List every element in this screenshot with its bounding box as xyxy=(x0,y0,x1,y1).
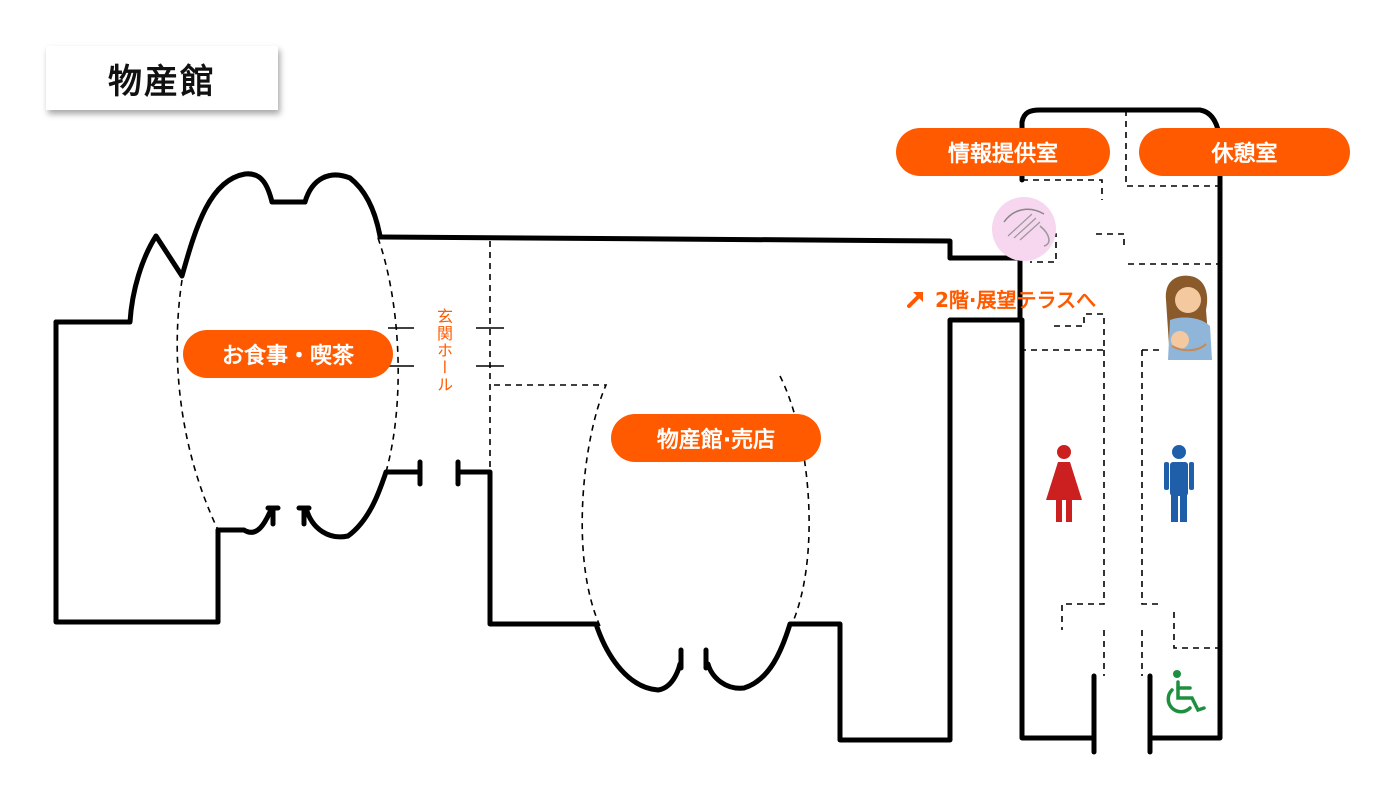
nursing-room-icon xyxy=(1165,275,1212,360)
restroom-partition xyxy=(1096,233,1125,250)
wheelchair-icon xyxy=(1166,670,1206,714)
dining-inner-boundary xyxy=(176,279,219,531)
stairs-direction: 2階·展望テラスへ xyxy=(905,284,1096,313)
shop-inner-boundary xyxy=(494,384,608,627)
restroom-building-wall xyxy=(1019,107,1223,741)
shop-inner-boundary xyxy=(779,375,810,625)
hall-top-wall xyxy=(377,234,953,261)
dining-building-wall xyxy=(303,469,423,540)
area-label-rest-room: 休憩室 xyxy=(1139,128,1350,176)
shop-door-jamb xyxy=(678,647,709,671)
arrow-up-right-icon xyxy=(907,291,923,308)
area-label-dining: お食事・喫茶 xyxy=(183,330,393,378)
restroom-partition xyxy=(1125,110,1220,187)
area-label-shop: 物産館·売店 xyxy=(611,414,821,462)
restroom-partition xyxy=(1020,233,1057,263)
entrance-hall-label: 玄関ホール xyxy=(434,308,453,393)
restroom-partition xyxy=(1022,313,1105,351)
baby-changing-icon xyxy=(992,197,1056,261)
shop-building-wall xyxy=(705,255,1023,743)
restroom-partition xyxy=(1022,179,1103,200)
restroom-building-wall xyxy=(1019,317,1097,741)
stairs-label-text: 2階·展望テラスへ xyxy=(935,288,1097,312)
restroom-partition xyxy=(1173,612,1218,649)
shop-building-wall xyxy=(455,469,683,693)
area-label-info-room: 情報提供室 xyxy=(896,128,1110,176)
dining-inner-boundary xyxy=(377,237,399,473)
restroom-partition xyxy=(1093,676,1151,752)
restroom-partition xyxy=(1141,350,1162,605)
dining-building-wall xyxy=(53,171,383,325)
dining-building-wall xyxy=(53,319,275,625)
restroom-partition xyxy=(1061,350,1105,630)
dining-door-jamb xyxy=(296,505,312,527)
hall-door-jamb xyxy=(417,459,461,487)
restroom-partition xyxy=(1103,630,1143,676)
dining-door-jamb xyxy=(265,505,281,527)
men-restroom-icon xyxy=(1164,445,1194,522)
women-restroom-icon xyxy=(1046,445,1082,522)
building-title: 物産館 xyxy=(46,46,278,110)
